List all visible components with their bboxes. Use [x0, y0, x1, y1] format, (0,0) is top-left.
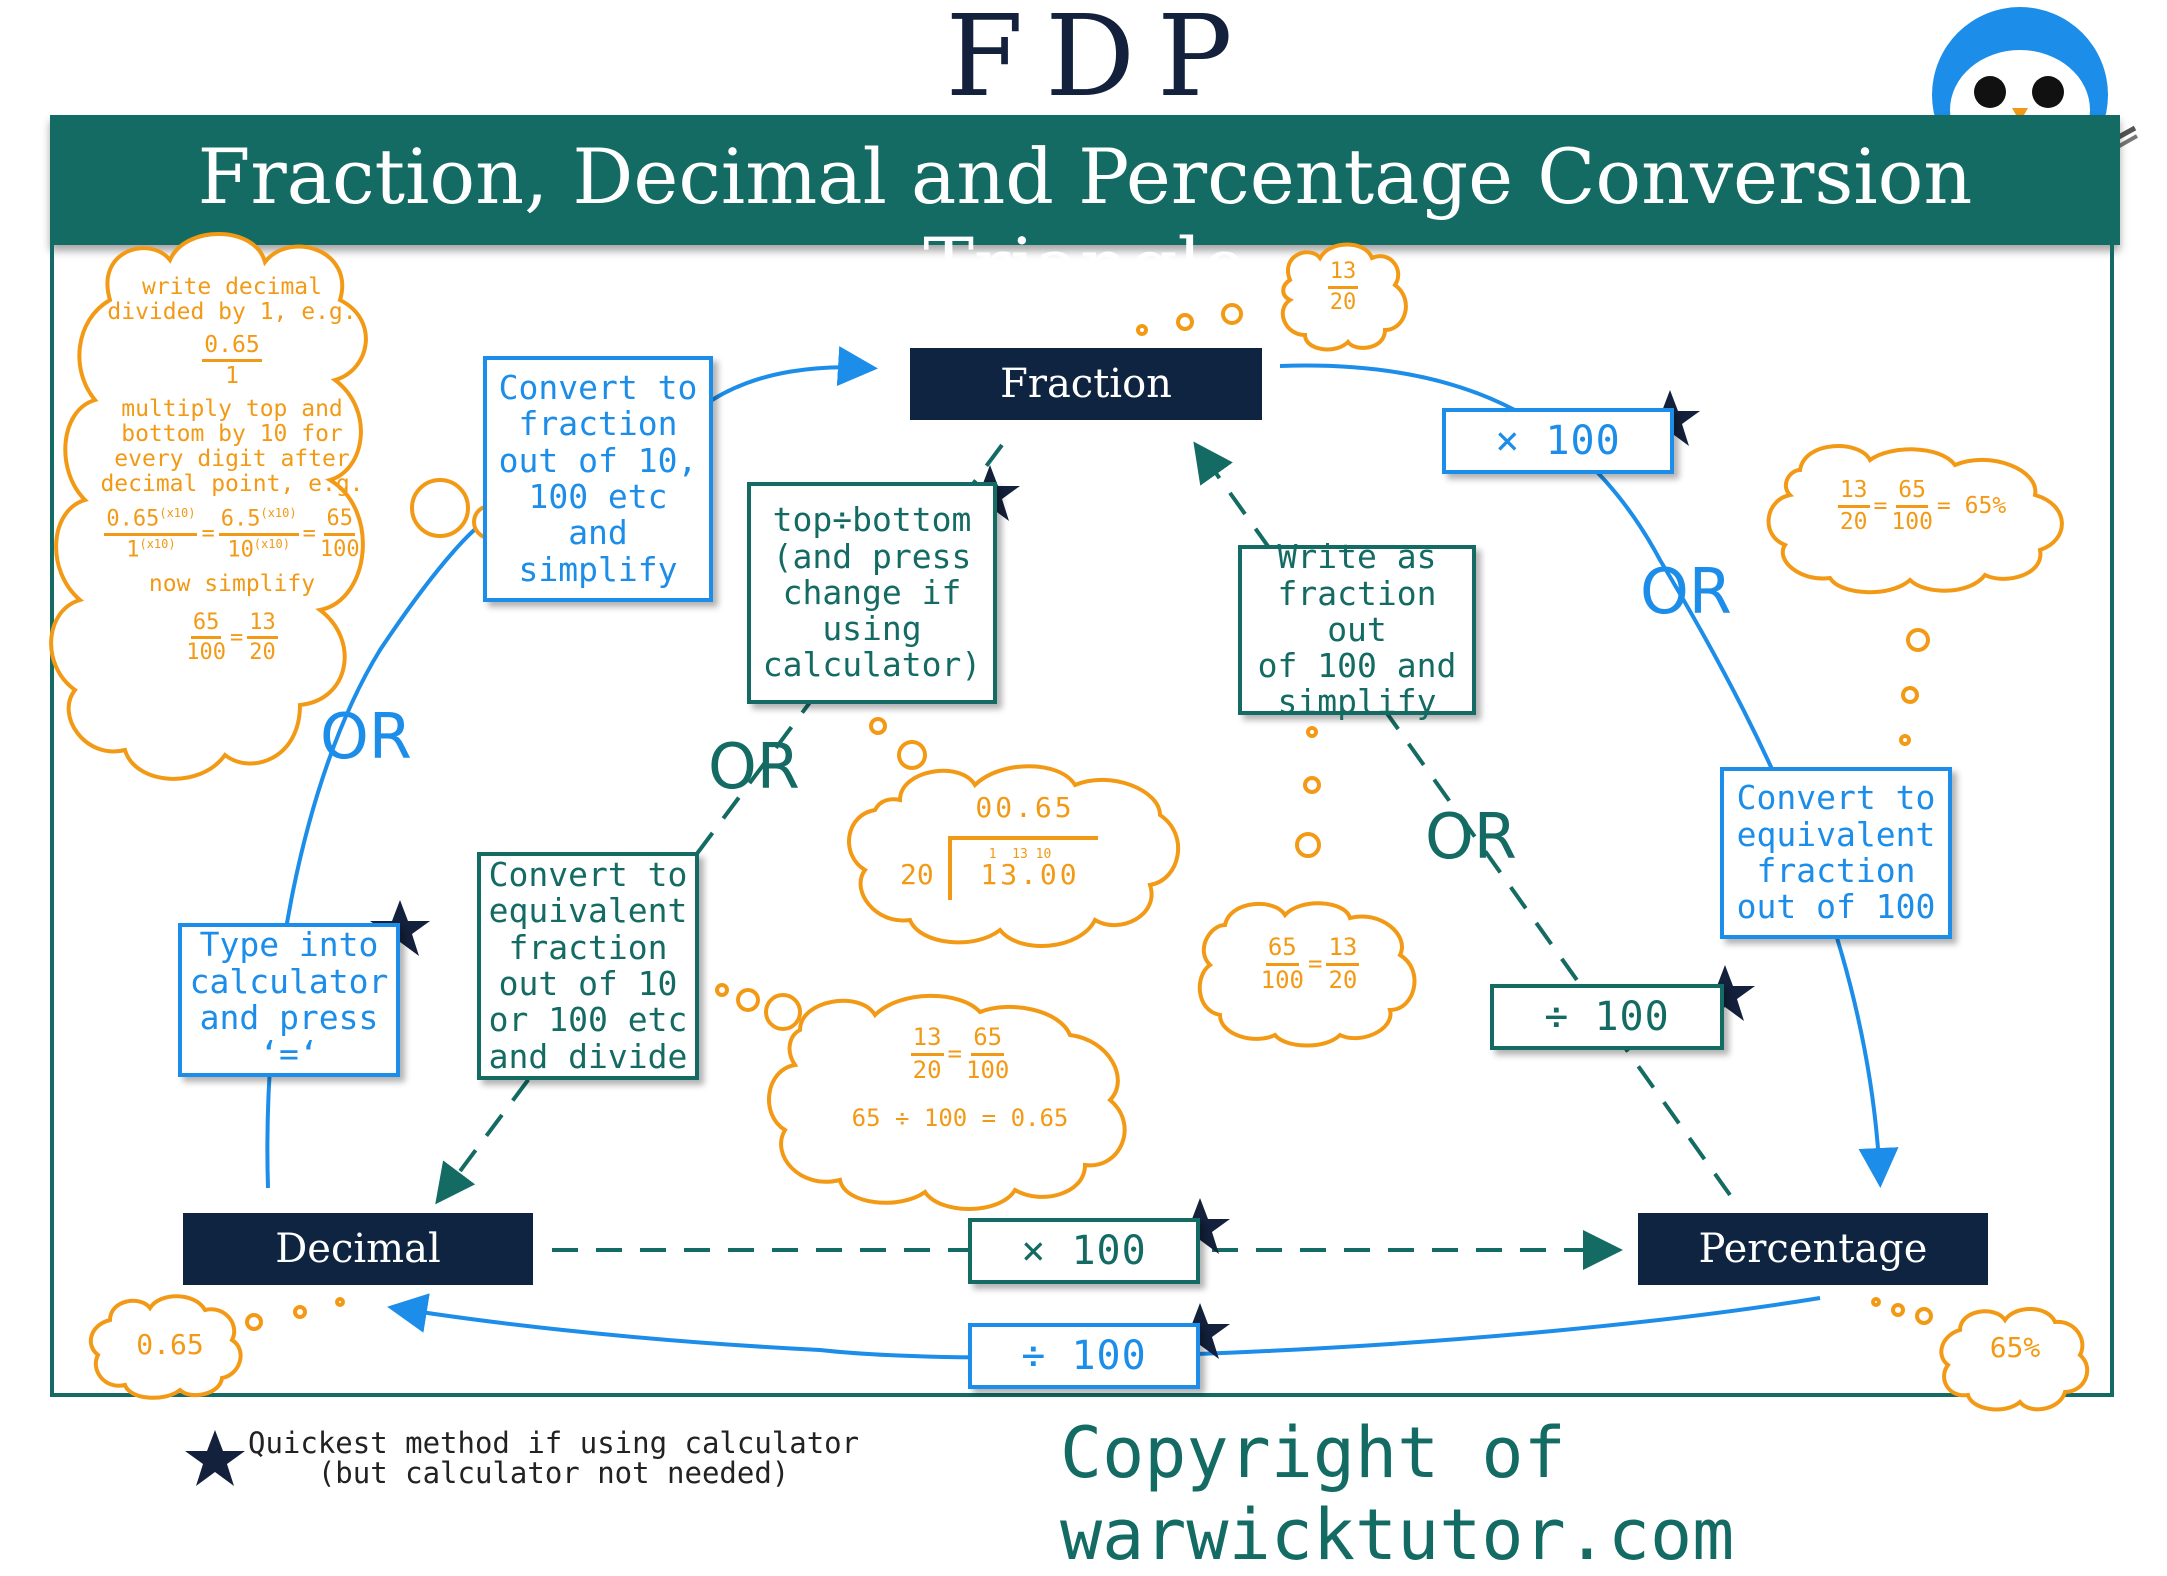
division-dividend: 13.00 — [980, 858, 1080, 891]
equals-sign: = — [1873, 492, 1888, 519]
or-label-right: OR — [1640, 555, 1732, 628]
page-title: Fraction, Decimal and Percentage Convers… — [197, 132, 1973, 310]
equals-sign: = — [201, 521, 215, 547]
star-icon — [1695, 965, 1755, 1021]
division-quotient: 00.65 — [975, 791, 1075, 824]
cloud-division — [847, 764, 1180, 948]
division-bracket — [948, 836, 1098, 900]
equals-sign: = — [1308, 949, 1323, 978]
cloud-decimal — [88, 1294, 243, 1400]
division-carries: 1 13 10 — [988, 847, 1052, 862]
cloud-middle — [1197, 901, 1417, 1048]
top-label: top — [772, 500, 833, 540]
star-icon — [1170, 1303, 1230, 1359]
node-fraction: Fraction — [910, 348, 1262, 420]
legend-text: Quickest method if using calculator (but… — [248, 1426, 860, 1491]
percent-example: 65% — [1989, 1331, 2041, 1364]
star-icon — [1170, 1198, 1230, 1254]
cloud-percent — [1939, 1307, 2090, 1412]
percent-result: 65% — [1964, 492, 2007, 519]
fraction-step-a: 0.65(x10)1(x10) — [104, 505, 198, 563]
cloud-left-line3: now simplify — [148, 570, 316, 597]
method-top-divide-bottom: top÷bottom (and press change if using ca… — [747, 482, 997, 704]
or-label-left: OR — [320, 700, 412, 773]
node-decimal: Decimal — [183, 1213, 533, 1285]
or-label-center: OR — [708, 730, 800, 803]
cloud-right — [1766, 444, 2064, 595]
cloud-left-line1: write decimal divided by 1, e.g. — [107, 274, 357, 325]
star-icon — [185, 1430, 245, 1486]
cloud-left — [49, 232, 368, 781]
cloud-left-line2: multiply top and bottom by 10 for every … — [100, 396, 364, 497]
fdp-logo: FDP — [945, 0, 1255, 122]
equals-sign: = — [302, 521, 316, 547]
method-type-calculator: Type into calculator and press ‘=‘ — [178, 923, 400, 1077]
cloud-top — [1280, 242, 1408, 352]
decimal-example: 0.65 — [136, 1328, 204, 1361]
op-divide-100-right: ÷ 100 — [1490, 984, 1724, 1050]
equals-sign: = — [1936, 492, 1951, 519]
equals-sign: = — [230, 624, 244, 650]
arrow-fraction-to-percentage — [1279, 363, 1899, 1188]
star-icon — [370, 900, 430, 956]
divide-icon: ÷ — [832, 500, 853, 540]
op-divide-100-bottom: ÷ 100 — [968, 1323, 1200, 1389]
title-banner — [50, 115, 2120, 245]
copyright-text: Copyright of warwicktutor.com — [1060, 1412, 1735, 1576]
fraction-step-b: 6.5(x10)10(x10) — [218, 505, 299, 563]
method-note: (and press change if using calculator) — [762, 536, 982, 685]
op-times-100-top: × 100 — [1442, 408, 1674, 474]
method-write-fraction-100: Write as fraction out of 100 and simplif… — [1238, 539, 1476, 720]
equals-sign: = — [947, 1039, 962, 1068]
cloud-lower — [767, 993, 1127, 1211]
node-percentage: Percentage — [1638, 1213, 1988, 1285]
arrow-into-fraction — [710, 346, 878, 402]
method-convert-fraction: Convert to fraction out of 10, 100 etc a… — [483, 356, 713, 602]
diagram-frame — [50, 245, 2114, 1397]
or-label-middle-right: OR — [1425, 800, 1517, 873]
arrow-percentage-to-decimal — [387, 1293, 1821, 1360]
op-times-100-bottom: × 100 — [968, 1218, 1200, 1284]
method-convert-equivalent-100: Convert to equivalent fraction out of 10… — [1720, 767, 1952, 939]
lower-division-line: 65 ÷ 100 = 0.65 — [851, 1103, 1069, 1132]
bottom-label: bottom — [852, 500, 972, 540]
division-divisor: 20 — [900, 858, 934, 891]
method-convert-equivalent-divide: Convert to equivalent fraction out of 10… — [477, 852, 699, 1080]
